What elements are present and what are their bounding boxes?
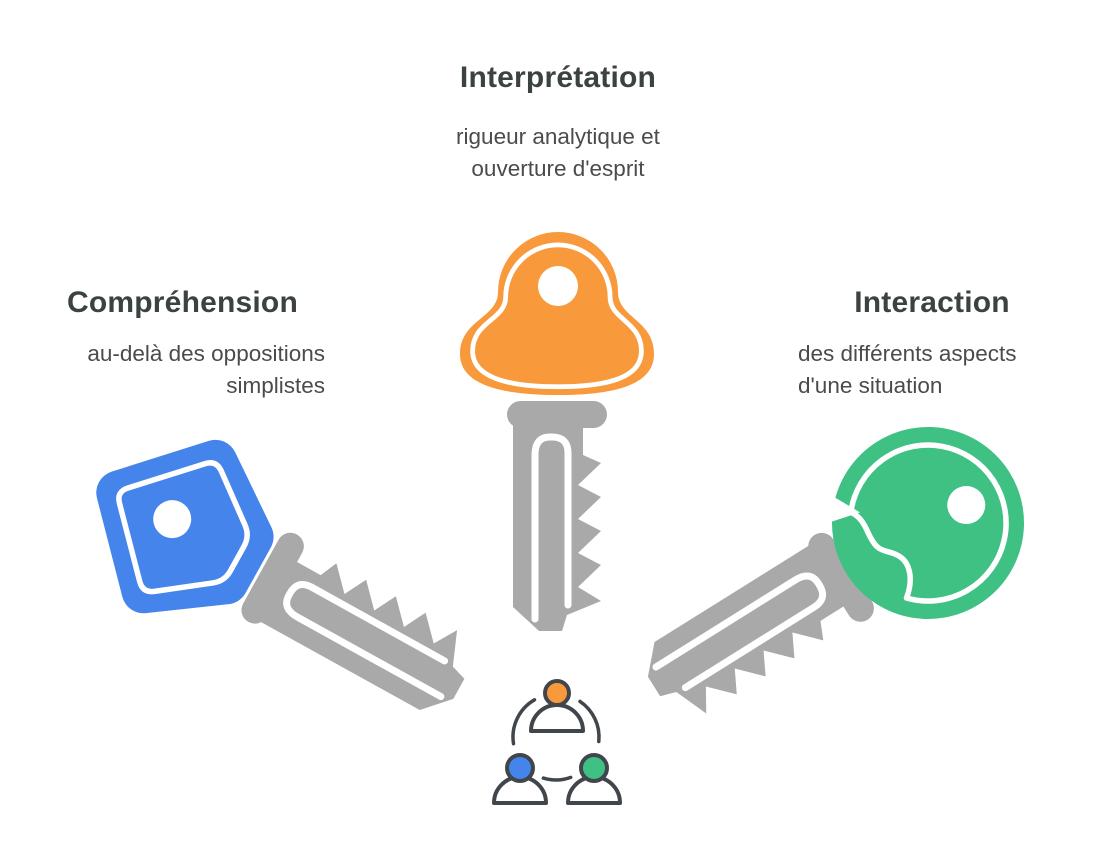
interpretation-title: Interprétation: [459, 61, 657, 94]
node-interpretation: Interprétation rigueur analytique et ouv…: [383, 60, 733, 185]
team-network-icon: [492, 675, 622, 805]
node-interaction: Interaction des différents aspects d'une…: [798, 285, 1066, 402]
interaction-title: Interaction: [854, 286, 1010, 319]
person-blue-icon: [492, 749, 548, 805]
comprehension-subtitle: au-delà des oppositions simplistes: [87, 341, 325, 398]
person-green-icon: [566, 749, 622, 805]
key-icon-blue: [96, 439, 497, 748]
network-arc: [541, 775, 573, 782]
person-orange-icon: [529, 675, 585, 733]
interaction-subtitle: des différents aspects d'une situation: [798, 341, 1017, 398]
key-icon-green: [607, 427, 1024, 774]
comprehension-title: Compréhension: [67, 286, 298, 319]
network-arc: [511, 698, 537, 746]
network-arc: [578, 699, 601, 744]
key-icon-orange: [460, 232, 654, 631]
interpretation-subtitle: rigueur analytique et ouverture d'esprit: [456, 124, 660, 181]
node-comprehension: Compréhension au-delà des oppositions si…: [40, 285, 325, 402]
